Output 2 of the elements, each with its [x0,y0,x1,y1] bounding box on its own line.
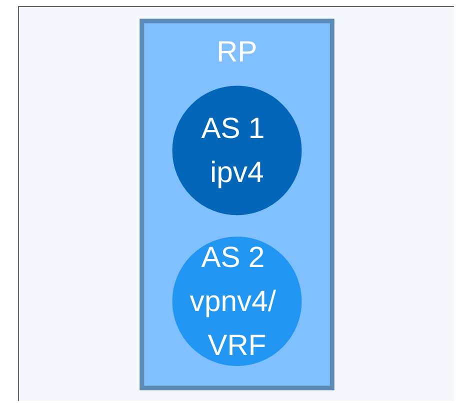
node-circle: AS 1 ipv4 [172,85,302,215]
node-circle: AS 2 vpnv4/ VRF [172,236,302,366]
